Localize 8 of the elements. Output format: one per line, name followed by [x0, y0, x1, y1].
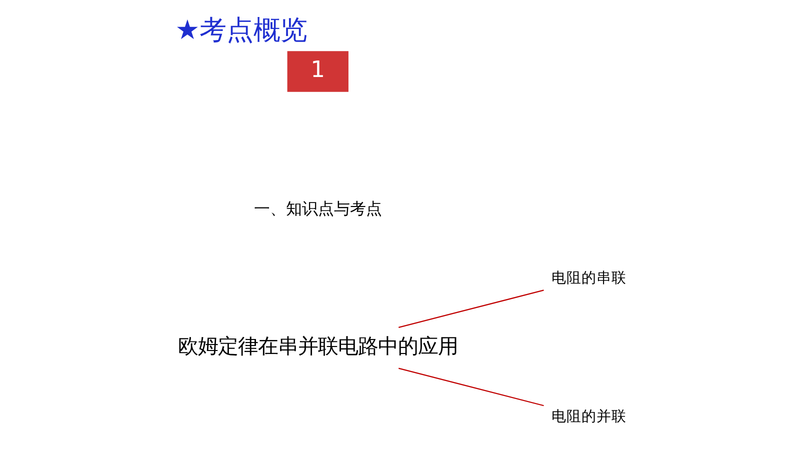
node-text: 电阻的串联 [552, 270, 627, 287]
connector [398, 290, 544, 328]
node-text: 欧姆定律在串并联电路中的应用 [178, 334, 458, 358]
diagram-title: ★考点概览 [175, 14, 308, 46]
label: 一、知识点与考点 [254, 198, 382, 218]
label: 1 [310, 57, 326, 84]
node-text: 电阻的并联 [552, 408, 627, 425]
connector [398, 368, 544, 406]
